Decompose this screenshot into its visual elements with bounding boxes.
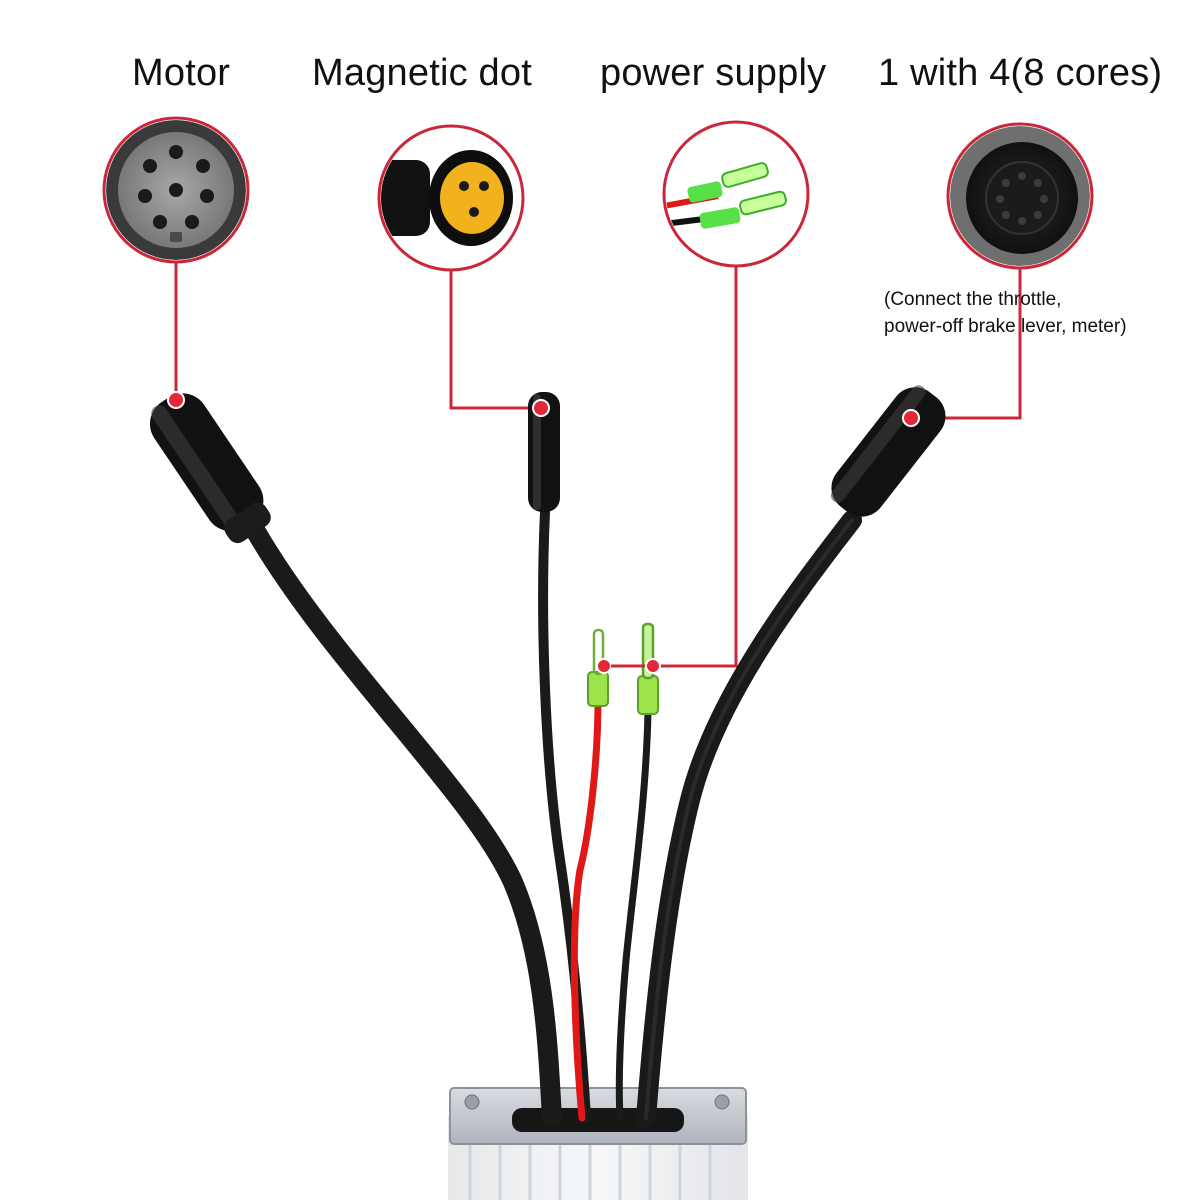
motor-callout-dot bbox=[168, 392, 184, 408]
screw-right bbox=[715, 1095, 729, 1109]
motor-zoom-circle bbox=[104, 118, 248, 262]
combo-connector-note: (Connect the throttle, power-off brake l… bbox=[884, 286, 1127, 340]
combo-callout-dot bbox=[903, 410, 919, 426]
combo-note-line-1: (Connect the throttle, bbox=[884, 286, 1127, 313]
motor-plug bbox=[140, 383, 280, 550]
power-callout-dot-left bbox=[597, 659, 611, 673]
magnetic-dot-callout-dot bbox=[533, 400, 549, 416]
power-callout-dot-right bbox=[646, 659, 660, 673]
combo-plug bbox=[822, 378, 955, 527]
screw-left bbox=[465, 1095, 479, 1109]
magnetic-dot-zoom-circle bbox=[370, 126, 523, 270]
cables bbox=[255, 512, 852, 1118]
power-supply-callout-line bbox=[654, 266, 736, 666]
combo-note-line-2: power-off brake lever, meter) bbox=[884, 313, 1127, 340]
combo-cable bbox=[646, 520, 852, 1118]
motor-cable bbox=[255, 530, 552, 1118]
combo-zoom-circle bbox=[948, 124, 1092, 268]
controller-box bbox=[448, 1088, 748, 1200]
magnetic-dot-callout-line bbox=[451, 270, 540, 408]
power-supply-zoom-circle bbox=[664, 122, 808, 266]
